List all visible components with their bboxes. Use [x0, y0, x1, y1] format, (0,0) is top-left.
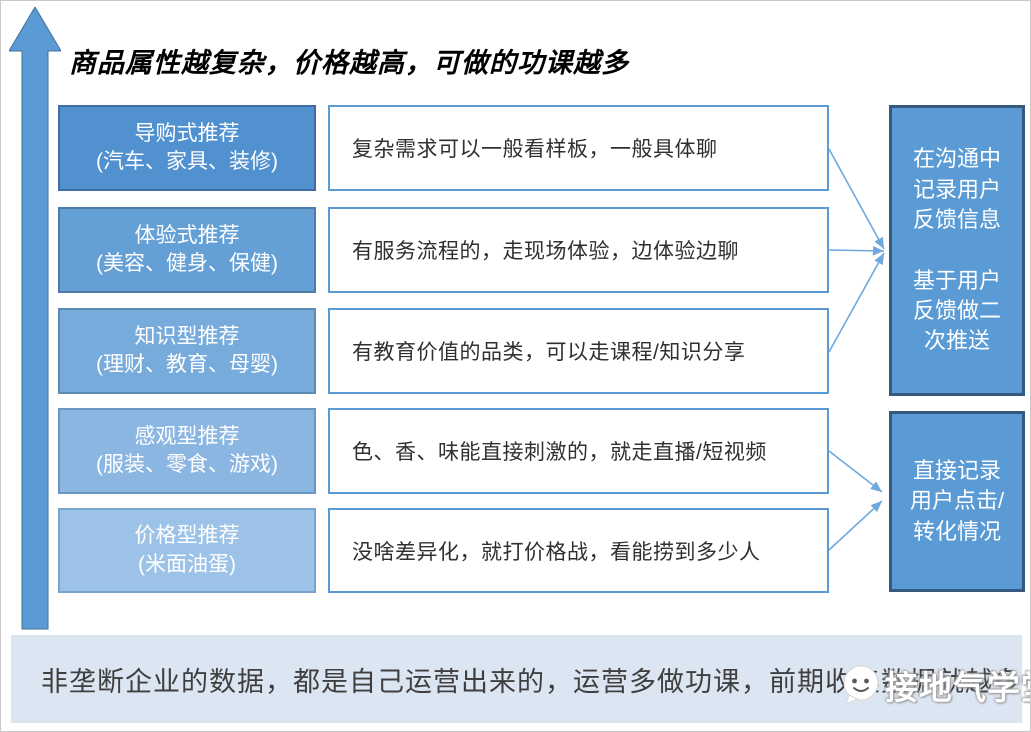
- outcome-box-clicks: 直接记录 用户点击/ 转化情况: [889, 411, 1025, 592]
- connector-row1-icon: [828, 148, 885, 250]
- strategy-box-sensory: 色、香、味能直接刺激的，就走直播/短视频: [328, 408, 829, 494]
- connector-row2-icon: [828, 245, 885, 256]
- strategy-box-price: 没啥差异化，就打价格战，看能捞到多少人: [328, 508, 829, 593]
- strategy-box-knowledge: 有教育价值的品类，可以走课程/知识分享: [328, 308, 829, 394]
- connector-row3-icon: [828, 252, 885, 353]
- category-box-experience: 体验式推荐 (美容、健身、保健): [58, 207, 316, 293]
- connector-row5-icon: [828, 500, 883, 551]
- complexity-axis-arrow-icon: [9, 7, 61, 630]
- category-box-knowledge: 知识型推荐 (理财、教育、母婴): [58, 308, 316, 394]
- category-box-guided: 导购式推荐 (汽车、家具、装修): [58, 105, 316, 191]
- up-arrow-icon: [9, 7, 61, 630]
- watermark-text: 接地气学堂: [885, 669, 1030, 706]
- watermark: 接地气学堂: [839, 661, 1030, 709]
- strategy-box-experience: 有服务流程的，走现场体验，边体验边聊: [328, 207, 829, 293]
- chat-face-icon: [843, 665, 879, 705]
- connector-row4-icon: [828, 450, 883, 493]
- outcome-box-feedback: 在沟通中 记录用户 反馈信息 基于用户 反馈做二 次推送: [889, 105, 1025, 396]
- category-box-sensory: 感观型推荐 (服装、零食、游戏): [58, 408, 316, 494]
- page-title: 商品属性越复杂，价格越高，可做的功课越多: [69, 48, 629, 78]
- strategy-box-guided: 复杂需求可以一般看样板，一般具体聊: [328, 105, 829, 191]
- category-box-price: 价格型推荐 (米面油蛋): [58, 508, 316, 593]
